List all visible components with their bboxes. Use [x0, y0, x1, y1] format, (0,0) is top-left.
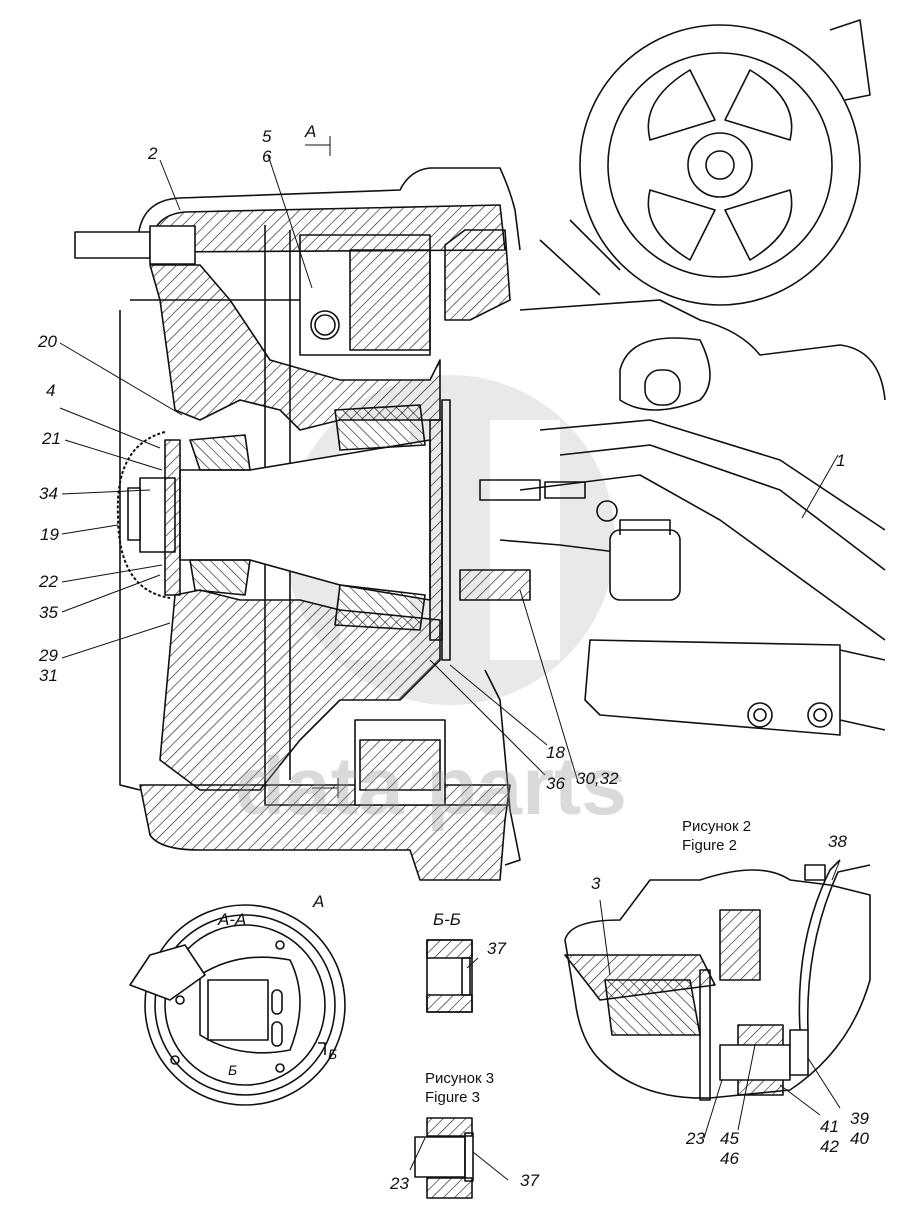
callout-30-32: 30,32: [576, 769, 619, 788]
callout-31: 31: [39, 666, 58, 685]
section-mark-a-bottom: A: [313, 892, 325, 911]
hub-housing: [74, 167, 521, 881]
fig2-callout-46: 46: [720, 1149, 739, 1168]
fig2-callout-42: 42: [820, 1137, 839, 1156]
figure2-caption-en: Figure 2: [682, 836, 738, 854]
fig2-callout-38: 38: [828, 832, 847, 851]
fig2-callout-3: 3: [591, 874, 601, 893]
section-mark-b-1: Б: [228, 1062, 238, 1078]
callout-6: 6: [262, 147, 272, 166]
callout-4: 4: [46, 381, 56, 400]
fig2-callout-41: 41: [820, 1117, 839, 1136]
leader-lines: [59, 136, 841, 1181]
callout-19: 19: [40, 525, 59, 544]
steering-arm: [459, 299, 886, 736]
callout-20: 20: [38, 332, 57, 351]
fig2-callout-45: 45: [720, 1129, 739, 1148]
section-mark-a-top: A: [305, 122, 317, 141]
section-bb-view: [426, 939, 473, 1013]
callout-34: 34: [39, 484, 58, 503]
figure3-view: [414, 1117, 474, 1199]
fig2-callout-39: 39: [850, 1109, 869, 1128]
figure2-caption-ru: Рисунок 2: [682, 818, 752, 835]
callout-2: 2: [148, 144, 158, 163]
section-aa-view: [129, 904, 346, 1106]
callout-29: 29: [39, 646, 58, 665]
callout-35: 35: [39, 603, 58, 622]
figure3-caption-ru: Рисунок 3: [425, 1070, 495, 1087]
bb-callout-37: 37: [487, 939, 506, 958]
callout-1: 1: [836, 451, 846, 470]
brake-chamber: [539, 19, 871, 306]
callout-21: 21: [42, 429, 61, 448]
fig3-callout-23: 23: [390, 1174, 409, 1193]
fig3-callout-37: 37: [520, 1171, 539, 1190]
view-label-aa: A-A: [218, 910, 247, 929]
fig2-callout-40: 40: [850, 1129, 869, 1148]
callout-36: 36: [546, 774, 565, 793]
figure3-caption-en: Figure 3: [425, 1088, 481, 1106]
section-mark-b-2: Б: [328, 1046, 338, 1062]
watermark-text: data parts: [235, 741, 627, 832]
callout-18: 18: [546, 743, 565, 762]
fig2-callout-23: 23: [686, 1129, 705, 1148]
callout-5: 5: [262, 127, 272, 146]
view-label-bb: Б-Б: [433, 910, 461, 929]
callout-22: 22: [39, 572, 58, 591]
figure2-view: [564, 859, 871, 1101]
